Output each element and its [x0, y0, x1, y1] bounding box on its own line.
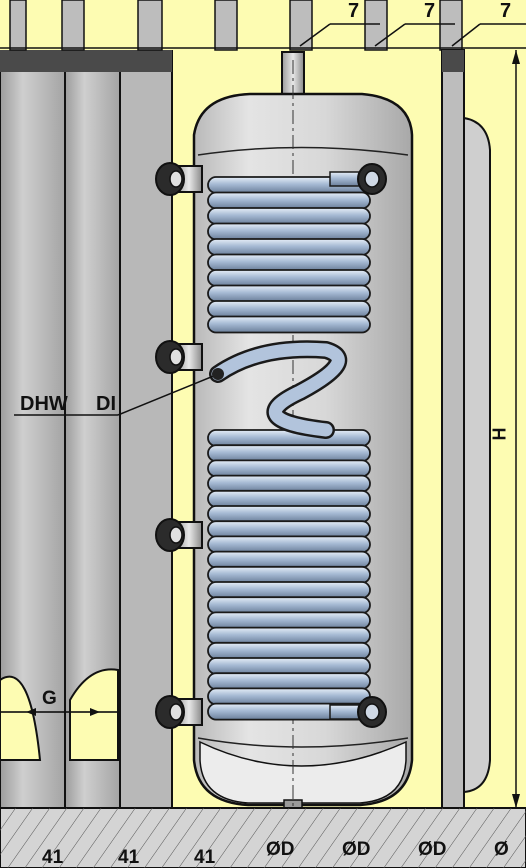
coil-turn-lower-11: [207, 596, 371, 615]
coil-turn-lower-14: [207, 641, 371, 660]
coil-turn-lower-10: [207, 581, 371, 599]
coil-turn-upper-8: [207, 300, 371, 318]
coil-connection-bottom: [357, 696, 387, 728]
bottom-label-6: ØD: [418, 839, 447, 860]
bottom-label-5: ØD: [342, 839, 371, 860]
coil-connection-top: [357, 163, 387, 195]
top-dimension-label-3: 7: [500, 0, 512, 22]
bottom-label-3: 41: [194, 847, 216, 868]
heat-exchanger-coil: [207, 171, 371, 721]
coil-turn-upper-4: [207, 238, 371, 256]
height-dimension-label: H: [489, 427, 510, 441]
coil-turn-upper-1: [207, 191, 371, 210]
coil-turn-upper-3: [207, 222, 371, 241]
dhw-leader: [14, 368, 224, 416]
coil-turn-lower-2: [207, 459, 371, 478]
bottom-label-2: 41: [118, 847, 140, 868]
coil-turn-lower-5: [207, 505, 371, 523]
coil-turn-lower-12: [207, 611, 371, 630]
coil-turn-lower-7: [207, 535, 371, 554]
right-structure: [441, 49, 520, 811]
coil-turn-upper-6: [207, 269, 371, 287]
nozzle-3: [155, 518, 203, 552]
coil-turn-lower-3: [207, 474, 371, 493]
top-dimension-leaders: [299, 23, 526, 47]
coil-turn-lower-4: [207, 489, 371, 508]
g-dimension-label: G: [42, 688, 57, 709]
coil-turn-lower-9: [207, 565, 371, 584]
nozzle-4: [155, 695, 203, 729]
bottom-label-4: ØD: [266, 839, 295, 860]
nozzle-2: [155, 340, 203, 374]
coil-label-dhw: DHW: [20, 393, 68, 415]
coil-turn-lower-17: [207, 687, 371, 706]
bottom-label-7: Ø: [494, 839, 509, 860]
g-dimension: [0, 708, 118, 716]
top-dimension-label-1: 7: [348, 0, 360, 22]
coil-turn-lower-8: [207, 550, 371, 569]
coil-turn-lower-1: [207, 444, 371, 463]
coil-turn-lower-6: [207, 520, 371, 539]
top-dimension-label-2: 7: [424, 0, 436, 22]
coil-turn-lower-0: [207, 429, 371, 447]
coil-turn-lower-16: [207, 672, 371, 691]
coil-turn-lower-15: [207, 657, 371, 675]
nozzle-1: [155, 162, 203, 196]
coil-transition: [211, 342, 345, 437]
bottom-label-1: 41: [42, 847, 64, 868]
coil-turn-upper-5: [207, 253, 371, 272]
coil-turn-lower-13: [207, 626, 371, 645]
coil-turn-upper-7: [207, 284, 371, 303]
floor: [0, 807, 526, 868]
coil-label-di: DI: [96, 393, 116, 415]
coil-turn-upper-9: [207, 315, 371, 334]
coil-turn-upper-2: [207, 207, 371, 225]
